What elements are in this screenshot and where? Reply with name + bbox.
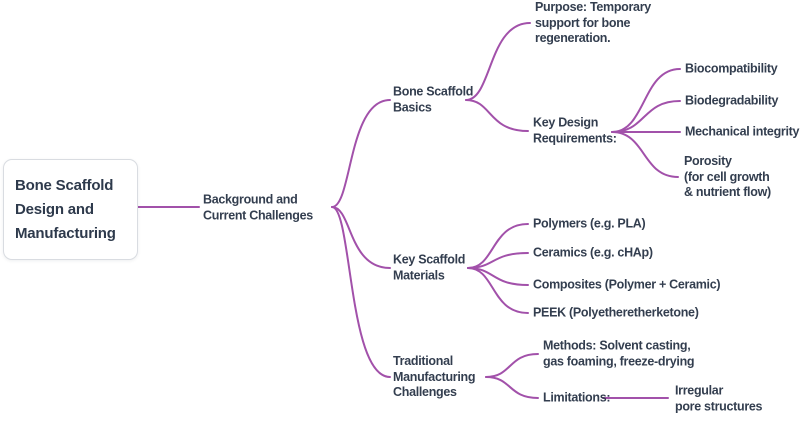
- node-composites[interactable]: Composites (Polymer + Ceramic): [533, 277, 721, 292]
- link-background-to-materials: [331, 206, 391, 269]
- link-traditional-to-methods: [485, 353, 539, 378]
- node-biocompatibility[interactable]: Biocompatibility: [685, 61, 778, 76]
- node-background-and-current-challenges[interactable]: Background and Current Challenges: [203, 192, 313, 223]
- link-materials-to-peek: [467, 267, 529, 314]
- link-materials-to-composites: [467, 267, 529, 286]
- node-porosity[interactable]: Porosity (for cell growth & nutrient flo…: [684, 153, 771, 199]
- node-key-design-requirements[interactable]: Key Design Requirements:: [533, 115, 617, 146]
- node-methods[interactable]: Methods: Solvent casting, gas foaming, f…: [543, 338, 695, 369]
- link-background-to-traditional: [331, 206, 391, 378]
- link-keydesign-to-biocompatibility: [611, 68, 681, 133]
- link-materials-to-ceramics: [467, 252, 529, 269]
- link-keydesign-to-biodegradability: [611, 100, 681, 133]
- node-peek[interactable]: PEEK (Polyetheretherketone): [533, 305, 699, 320]
- node-polymers[interactable]: Polymers (e.g. PLA): [533, 216, 646, 231]
- link-traditional-to-limitations: [485, 376, 539, 399]
- node-bone-scaffold-basics[interactable]: Bone Scaffold Basics: [393, 84, 474, 115]
- root-node-box[interactable]: Bone Scaffold Design and Manufacturing: [3, 159, 138, 260]
- node-purpose[interactable]: Purpose: Temporary support for bone rege…: [535, 0, 651, 45]
- link-basics-to-purpose: [465, 22, 531, 101]
- link-materials-to-polymers: [467, 223, 529, 269]
- node-biodegradability[interactable]: Biodegradability: [685, 93, 779, 108]
- link-keydesign-to-porosity: [611, 131, 679, 178]
- node-ceramics[interactable]: Ceramics (e.g. cHAp): [533, 245, 653, 260]
- root-node-label: Bone Scaffold Design and Manufacturing: [15, 176, 116, 242]
- node-limitations[interactable]: Limitations:: [543, 390, 611, 405]
- node-traditional-manufacturing-challenges[interactable]: Traditional Manufacturing Challenges: [393, 353, 476, 399]
- node-key-scaffold-materials[interactable]: Key Scaffold Materials: [393, 252, 466, 283]
- link-background-to-basics: [331, 99, 391, 208]
- node-irregular-pore-structures[interactable]: Irregular pore structures: [675, 383, 763, 414]
- link-basics-to-key-design: [465, 99, 529, 132]
- node-mechanical-integrity[interactable]: Mechanical integrity: [685, 124, 800, 139]
